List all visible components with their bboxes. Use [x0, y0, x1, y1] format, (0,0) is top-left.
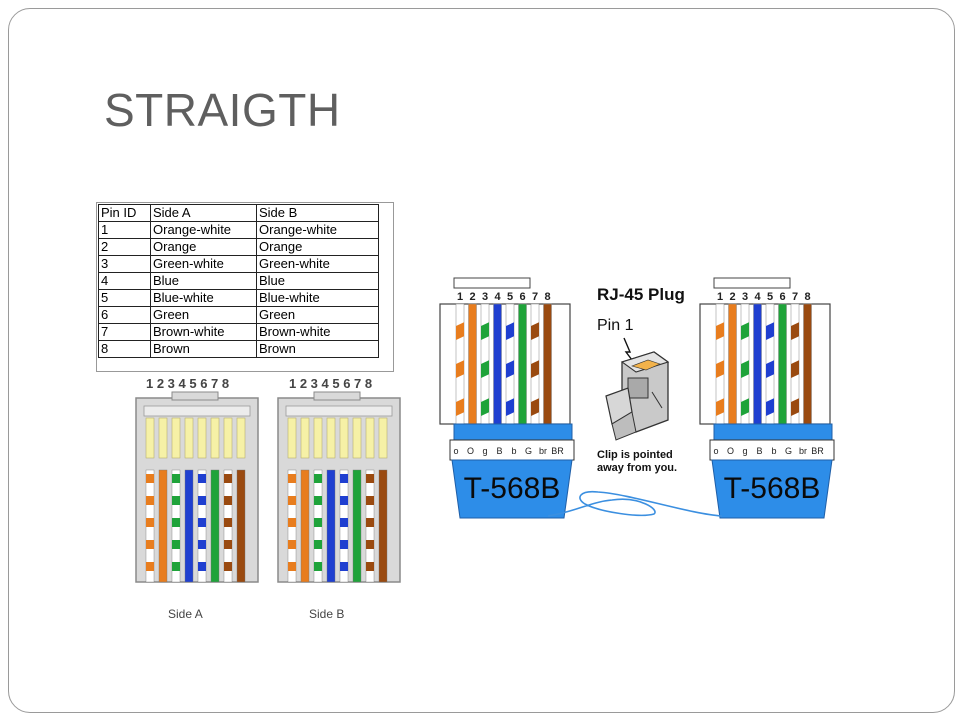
side-a-cell: Blue-white — [150, 289, 257, 307]
pin-table-frame — [96, 202, 394, 372]
pin-id-cell: 3 — [98, 255, 151, 273]
pin-id-cell: 7 — [98, 323, 151, 341]
pin-table-header-row: Pin ID Side A Side B — [98, 204, 379, 222]
side-b-cell: Green-white — [256, 255, 379, 273]
header-pin-id: Pin ID — [98, 204, 151, 222]
side-b-cell: Blue-white — [256, 289, 379, 307]
side-a-cell: Green — [150, 306, 257, 324]
side-b-cell: Blue — [256, 272, 379, 290]
side-b-cell: Brown-white — [256, 323, 379, 341]
pin-id-cell: 6 — [98, 306, 151, 324]
side-a-cell: Green-white — [150, 255, 257, 273]
side-b-cell: Brown — [256, 340, 379, 358]
pin-id-cell: 5 — [98, 289, 151, 307]
side-b-cell: Orange — [256, 238, 379, 256]
slide-title: STRAIGTH — [104, 84, 341, 136]
side-a-cell: Blue — [150, 272, 257, 290]
header-side-a: Side A — [150, 204, 257, 222]
pin-id-cell: 4 — [98, 272, 151, 290]
side-b-cell: Green — [256, 306, 379, 324]
side-a-cell: Orange — [150, 238, 257, 256]
pin-id-cell: 2 — [98, 238, 151, 256]
header-side-b: Side B — [256, 204, 379, 222]
pin-id-cell: 1 — [98, 221, 151, 239]
side-a-cell: Brown-white — [150, 323, 257, 341]
side-a-cell: Brown — [150, 340, 257, 358]
pin-id-cell: 8 — [98, 340, 151, 358]
side-a-cell: Orange-white — [150, 221, 257, 239]
side-b-cell: Orange-white — [256, 221, 379, 239]
